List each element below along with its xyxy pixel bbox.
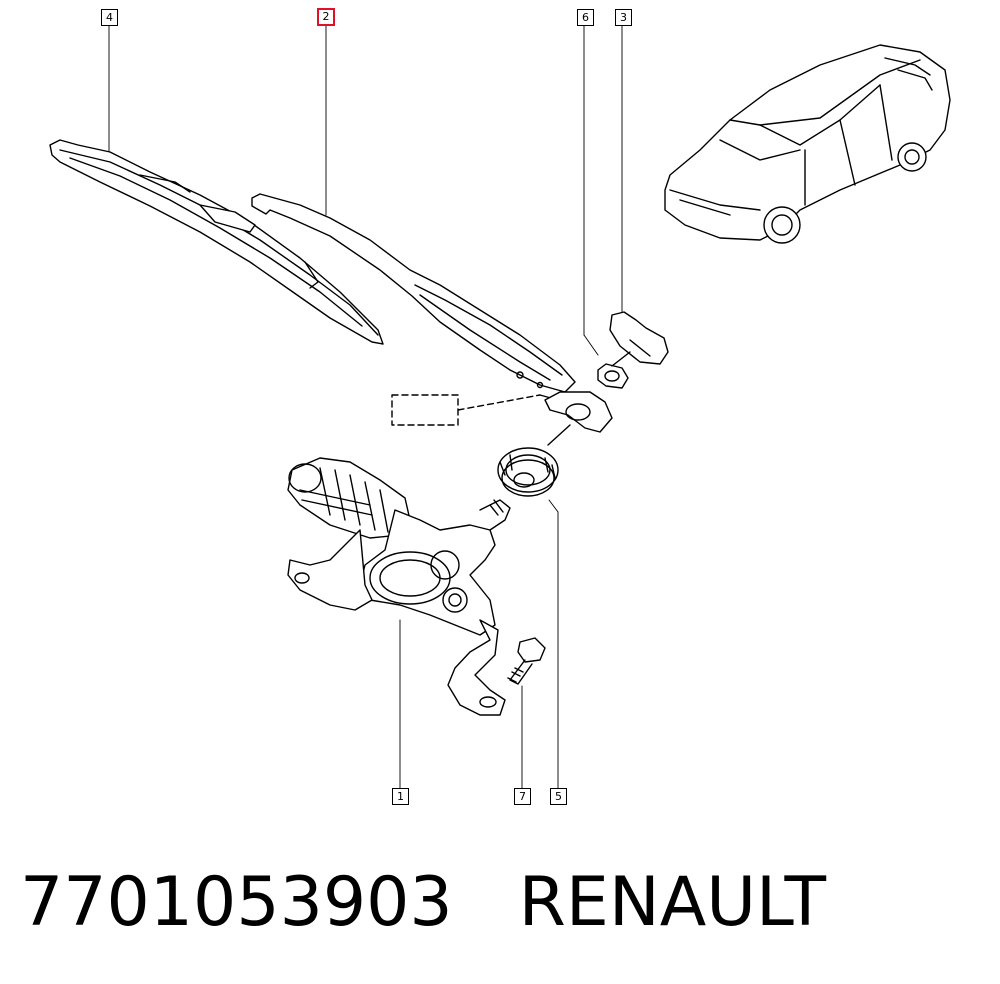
part-number: 7701053903 [20,863,453,942]
callout-6: 6 [577,9,594,26]
callout-4: 4 [101,9,118,26]
leader-lines [108,24,623,789]
callout-2: 2 [317,8,335,26]
callout-5: 5 [550,788,567,805]
callout-7: 7 [514,788,531,805]
nut [597,363,629,389]
exploded-parts-diagram [49,24,951,789]
car-illustration [664,44,951,244]
grommet [497,447,559,497]
bolt [507,637,546,685]
callout-3: 3 [615,9,632,26]
wiper-blade [49,139,384,345]
brand-name: RENAULT [518,863,827,942]
cap [609,311,669,367]
arm-head [544,391,613,446]
reference-box [391,394,541,426]
footer-caption: 7701053903 RENAULT [20,858,826,948]
callout-1: 1 [392,788,409,805]
wiper-motor [287,457,511,716]
